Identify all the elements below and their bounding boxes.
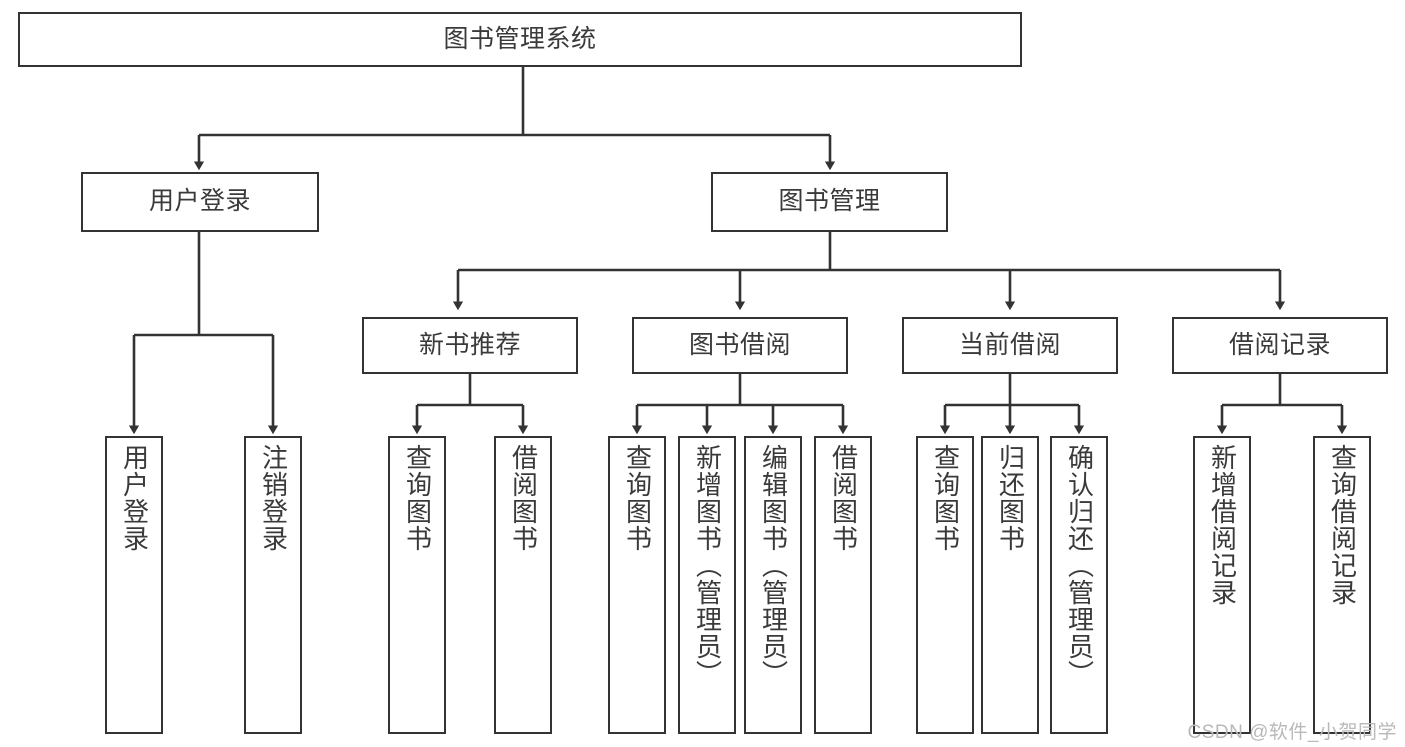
node-leaf-confirm-return[interactable]: 确认归还（管理员） [1050, 436, 1108, 734]
node-label: 图书借阅 [688, 330, 791, 359]
node-leaf-query-record[interactable]: 查询借阅记录 [1313, 436, 1371, 734]
node-label: 借阅记录 [1228, 330, 1331, 359]
node-label: 图书管理系统 [443, 24, 597, 53]
node-leaf-query-book-3[interactable]: 查询图书 [916, 436, 974, 734]
node-user-login[interactable]: 用户登录 [81, 172, 319, 232]
node-leaf-borrow-book-1[interactable]: 借阅图书 [494, 436, 552, 734]
node-label: 查询图书 [622, 444, 653, 552]
csdn-watermark: CSDN @软件_小贺同学 [1187, 722, 1397, 743]
node-leaf-return-book[interactable]: 归还图书 [981, 436, 1039, 734]
node-label: 借阅图书 [828, 444, 859, 552]
node-label: 新书推荐 [418, 330, 521, 359]
node-leaf-query-book-2[interactable]: 查询图书 [608, 436, 666, 734]
node-label: 注销登录 [258, 444, 289, 552]
node-label: 新增图书（管理员） [692, 444, 723, 687]
node-current-borrow[interactable]: 当前借阅 [902, 317, 1118, 374]
node-label: 查询图书 [930, 444, 961, 552]
node-label: 查询借阅记录 [1327, 444, 1358, 606]
node-leaf-logout-login[interactable]: 注销登录 [244, 436, 302, 734]
node-label: 确认归还（管理员） [1064, 444, 1095, 687]
node-leaf-user-login[interactable]: 用户登录 [105, 436, 163, 734]
node-label: 编辑图书（管理员） [758, 444, 789, 687]
node-root-system[interactable]: 图书管理系统 [18, 12, 1022, 67]
node-label: 用户登录 [119, 444, 150, 552]
node-label: 查询图书 [402, 444, 433, 552]
node-leaf-query-book-1[interactable]: 查询图书 [388, 436, 446, 734]
node-label: 图书管理 [778, 187, 881, 216]
node-book-borrow[interactable]: 图书借阅 [632, 317, 848, 374]
node-leaf-add-record[interactable]: 新增借阅记录 [1193, 436, 1251, 734]
node-label: 新增借阅记录 [1207, 444, 1238, 606]
node-label: 当前借阅 [958, 330, 1061, 359]
node-leaf-add-book[interactable]: 新增图书（管理员） [678, 436, 736, 734]
node-label: 归还图书 [995, 444, 1026, 552]
node-borrow-record[interactable]: 借阅记录 [1172, 317, 1388, 374]
node-label: 用户登录 [148, 187, 251, 216]
node-label: 借阅图书 [508, 444, 539, 552]
node-leaf-edit-book[interactable]: 编辑图书（管理员） [744, 436, 802, 734]
node-book-management[interactable]: 图书管理 [711, 172, 948, 232]
node-new-book-recommend[interactable]: 新书推荐 [362, 317, 578, 374]
node-leaf-borrow-book-2[interactable]: 借阅图书 [814, 436, 872, 734]
